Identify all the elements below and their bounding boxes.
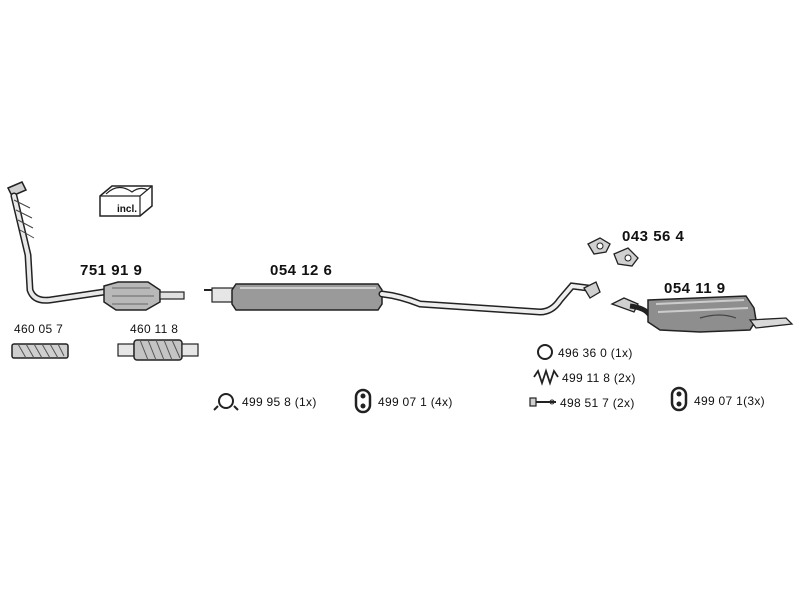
spring-icon <box>533 368 559 386</box>
clamp-icon <box>213 393 239 411</box>
part-number-middle-silencer: 054 12 6 <box>270 262 333 279</box>
part-number-flex-pipe-1: 460 05 7 <box>14 322 64 336</box>
rubber-mount-icon-1 <box>354 388 372 414</box>
bolt-icon <box>529 397 556 407</box>
accessory-rubber-mount-label-2: 499 07 1(3x) <box>694 394 765 408</box>
middle-silencer <box>204 281 601 316</box>
mounting-kit-box <box>99 185 153 217</box>
accessory-bolt-label: 498 51 7 (2x) <box>560 396 635 410</box>
heat-shield-parts <box>587 237 639 267</box>
accessory-rubber-mount-label-1: 499 07 1 (4x) <box>378 395 453 409</box>
part-number-flex-pipe-2: 460 11 8 <box>130 322 179 336</box>
part-number-heat-shield: 043 56 4 <box>622 228 685 245</box>
accessory-clamp-label: 499 95 8 (1x) <box>242 395 317 409</box>
downpipe-with-catalyst <box>6 181 185 311</box>
rubber-mount-icon-2 <box>670 386 688 412</box>
part-number-downpipe: 751 91 9 <box>80 262 143 279</box>
flex-pipe-2 <box>117 339 199 361</box>
ring-icon <box>537 344 553 360</box>
part-number-rear-silencer: 054 11 9 <box>664 280 726 297</box>
flex-pipe-1 <box>11 343 69 359</box>
accessory-spring-label: 499 11 8 (2x) <box>562 371 636 385</box>
kit-incl-label: incl. <box>117 204 138 215</box>
rear-silencer <box>610 295 794 333</box>
accessory-ring-label: 496 36 0 (1x) <box>558 346 633 360</box>
